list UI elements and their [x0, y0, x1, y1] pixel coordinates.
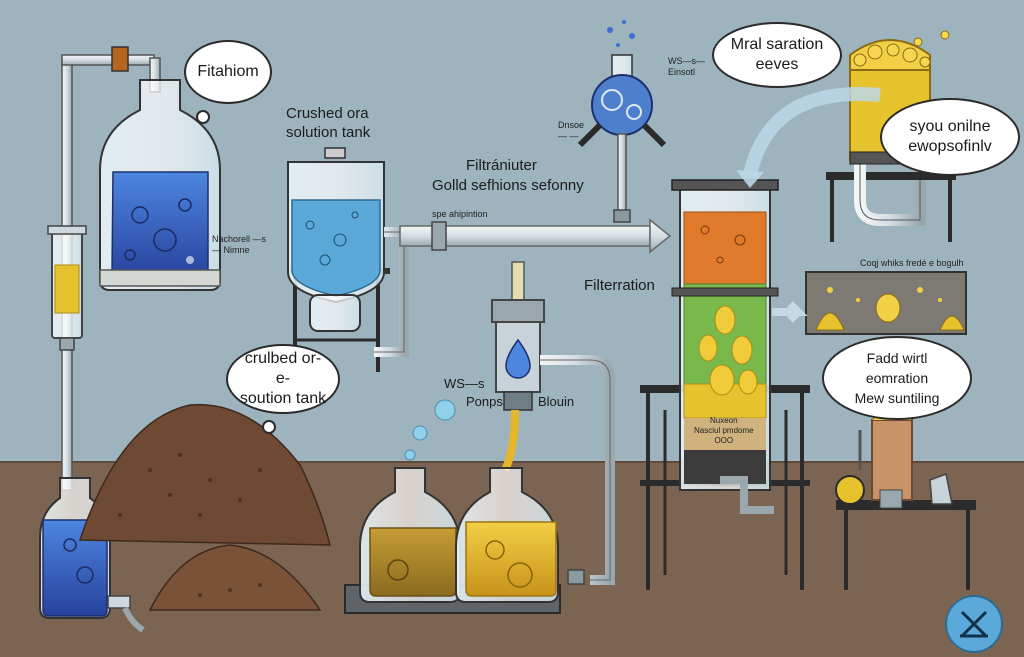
- nugget-panel: [772, 271, 967, 335]
- label-ws-top: WS—s— Einsotl: [668, 56, 705, 77]
- bubble-tail: [196, 110, 210, 124]
- return-flow-arrow: [743, 87, 881, 177]
- bubble-filtration: Fitahiom: [184, 40, 272, 104]
- label-pumps: Ponps: [466, 394, 503, 409]
- collection-flasks: [344, 467, 585, 614]
- label-gold-solutions: Golld sefhions sefonny: [432, 177, 584, 194]
- left-feed-system: [47, 46, 161, 491]
- label-ws: WS—s: [444, 376, 485, 391]
- ore-piles: [78, 403, 331, 611]
- bubble-crushed-ore-text: crulbed or-e- soution tank: [239, 350, 327, 407]
- bubble-tail: [262, 420, 276, 434]
- flask-dosing: [577, 20, 667, 223]
- filtration-column: [640, 179, 810, 590]
- label-chemical: Nachorell —s — Nimne: [212, 234, 267, 255]
- crushed-ore-tank: [287, 147, 409, 372]
- bubble-metal-separation: Mral saration eeves: [712, 22, 842, 88]
- bubble-field-evaporation: Fadd wirtl eomration Mew suntiling: [822, 336, 972, 420]
- label-gold-nuggets: Coqj whiks fredé e bogulh: [860, 258, 964, 268]
- label-filter-title: Filtrániuter: [466, 157, 537, 174]
- blue-reagent-bottle: [99, 79, 221, 291]
- scissors-logo-icon: [945, 595, 1003, 653]
- label-dosing: Dnsoe — —: [558, 120, 585, 141]
- label-column-tag: Nuxeon Nasciul pmdome OOO: [694, 416, 754, 445]
- label-pipe: spe ahipintion: [432, 209, 488, 219]
- pump: [404, 261, 615, 585]
- label-filtration: Filterration: [584, 277, 655, 294]
- bubble-crushed-ore: crulbed or-e- soution tank: [226, 344, 340, 414]
- evaporation-unit: [835, 409, 976, 590]
- main-pipe-arrow: [399, 218, 672, 254]
- label-crushed-tank: Crushed ora solution tank: [286, 105, 371, 141]
- bubble-online-process: syou onilne ewopsofinlv: [880, 98, 1020, 176]
- bubble-field-evaporation-text: Fadd wirtl eomration Mew suntiling: [854, 350, 940, 406]
- bubble-metal-separation-text: Mral saration eeves: [730, 36, 824, 73]
- bubble-online-process-text: syou onilne ewopsofinlv: [908, 118, 992, 155]
- label-blown: Blouin: [538, 394, 575, 409]
- bubble-filtration-text: Fitahiom: [197, 63, 259, 80]
